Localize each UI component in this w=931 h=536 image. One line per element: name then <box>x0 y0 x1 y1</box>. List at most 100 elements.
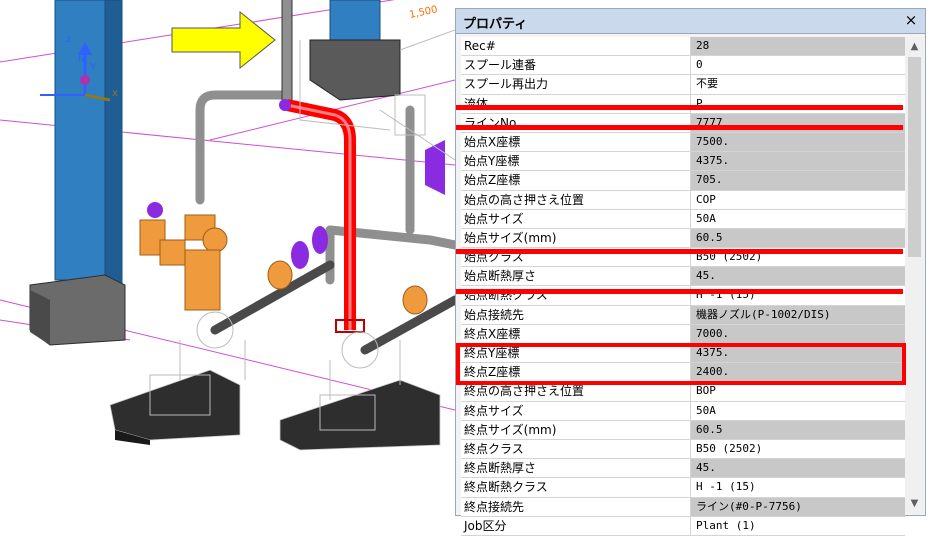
property-value[interactable]: 0 <box>691 56 905 75</box>
red-annotation-line <box>456 249 903 254</box>
orange-valve-assembly[interactable] <box>139 214 428 315</box>
purple-valves[interactable] <box>147 99 445 269</box>
red-annotation-line <box>456 125 903 130</box>
property-value[interactable]: 50A <box>691 401 905 420</box>
property-name: 始点X座標 <box>461 132 691 152</box>
axis-n-label: N <box>78 55 85 65</box>
property-name: 終点X座標 <box>461 324 691 343</box>
property-row[interactable]: 始点接続先機器ノズル(P-1002/DIS) <box>461 305 905 325</box>
property-name: 始点サイズ(mm) <box>461 228 691 248</box>
dimension-label: 1,500 <box>408 4 438 21</box>
property-name: 始点Z座標 <box>461 171 691 190</box>
property-value[interactable]: 28 <box>691 37 905 56</box>
property-name: 始点断熱厚さ <box>461 267 691 286</box>
property-value[interactable]: ライン(#0-P-7756) <box>691 497 905 516</box>
axis-triad <box>40 42 111 102</box>
yellow-pointer-arrow <box>171 10 276 70</box>
model-canvas: z Y x N 1,500 <box>0 0 455 451</box>
property-row[interactable]: 終点接続先ライン(#0-P-7756) <box>461 497 905 517</box>
wireframe-outlines <box>179 29 455 400</box>
property-value[interactable]: 2400. <box>691 363 905 382</box>
property-value[interactable]: Plant (1) <box>691 516 905 535</box>
property-row[interactable]: 終点サイズ(mm)60.5 <box>461 420 905 440</box>
property-value[interactable]: 機器ノズル(P-1002/DIS) <box>691 305 905 324</box>
property-value[interactable]: 7000. <box>691 324 905 343</box>
property-value[interactable]: H -1 (15) <box>691 478 905 497</box>
property-name: 流体 <box>461 94 691 113</box>
property-name: 終点クラス <box>461 439 691 459</box>
property-value[interactable]: BOP <box>691 382 905 401</box>
property-name: Rec# <box>461 37 691 56</box>
red-annotation-line <box>456 289 903 294</box>
red-annotation-line <box>456 105 903 110</box>
property-name: 終点サイズ <box>461 401 691 420</box>
3d-viewport[interactable]: z Y x N 1,500 <box>0 0 455 519</box>
panel-title: プロパティ <box>463 17 528 32</box>
highlighted-pipe[interactable] <box>285 99 365 333</box>
axis-y-label: Y <box>89 62 97 73</box>
property-name: 始点サイズ <box>461 209 691 228</box>
close-icon[interactable]: × <box>904 11 918 29</box>
property-value[interactable]: 50A <box>691 209 905 228</box>
property-name: 始点接続先 <box>461 305 691 324</box>
property-row[interactable]: ラインNo.7777 <box>461 113 905 133</box>
property-name: 終点断熱厚さ <box>461 459 691 478</box>
property-name: 終点サイズ(mm) <box>461 420 691 439</box>
dark-piping[interactable] <box>210 260 455 355</box>
property-value[interactable]: B50 (2502) <box>691 439 905 459</box>
property-name: 終点の高さ押さえ位置 <box>461 382 691 401</box>
property-value[interactable]: 4375. <box>691 152 905 171</box>
property-name: 終点Z座標 <box>461 363 691 382</box>
scroll-thumb[interactable] <box>908 57 921 257</box>
vertical-scrollbar[interactable]: ▲ ▼ <box>905 37 924 514</box>
property-value[interactable]: 60.5 <box>691 420 905 439</box>
property-value[interactable]: 不要 <box>691 75 905 94</box>
property-value[interactable]: 705. <box>691 171 905 190</box>
property-name: 終点断熱クラス <box>461 478 691 497</box>
property-name: 始点Y座標 <box>461 152 691 171</box>
property-name: 始点の高さ押さえ位置 <box>461 190 691 209</box>
steel-column-left[interactable] <box>29 0 126 346</box>
property-name: 終点接続先 <box>461 497 691 516</box>
property-row[interactable]: Rec#28 <box>461 37 905 57</box>
property-value[interactable]: P <box>691 94 905 113</box>
property-value[interactable]: COP <box>691 190 905 209</box>
axis-x-label: x <box>112 88 118 99</box>
property-value[interactable]: 45. <box>691 459 905 478</box>
property-row[interactable]: スプール再出力不要 <box>461 75 905 95</box>
property-value[interactable]: 4375. <box>691 344 905 363</box>
foundations <box>109 369 441 451</box>
scroll-up-icon[interactable]: ▲ <box>910 41 919 52</box>
property-row[interactable]: 始点サイズ(mm)60.5 <box>461 228 905 249</box>
property-value[interactable]: 7500. <box>691 132 905 152</box>
property-name: 終点Y座標 <box>461 344 691 363</box>
property-name: スプール連番 <box>461 56 691 75</box>
red-annotation-box <box>456 343 906 385</box>
steel-column-top[interactable] <box>309 0 401 101</box>
panel-titlebar[interactable]: プロパティ × <box>456 9 925 34</box>
property-value[interactable]: 60.5 <box>691 228 905 248</box>
property-value[interactable]: 45. <box>691 267 905 286</box>
scroll-down-icon[interactable]: ▼ <box>910 498 919 509</box>
axis-z-label: z <box>66 34 71 45</box>
property-name: スプール再出力 <box>461 75 691 94</box>
property-name: Job区分 <box>461 516 691 535</box>
